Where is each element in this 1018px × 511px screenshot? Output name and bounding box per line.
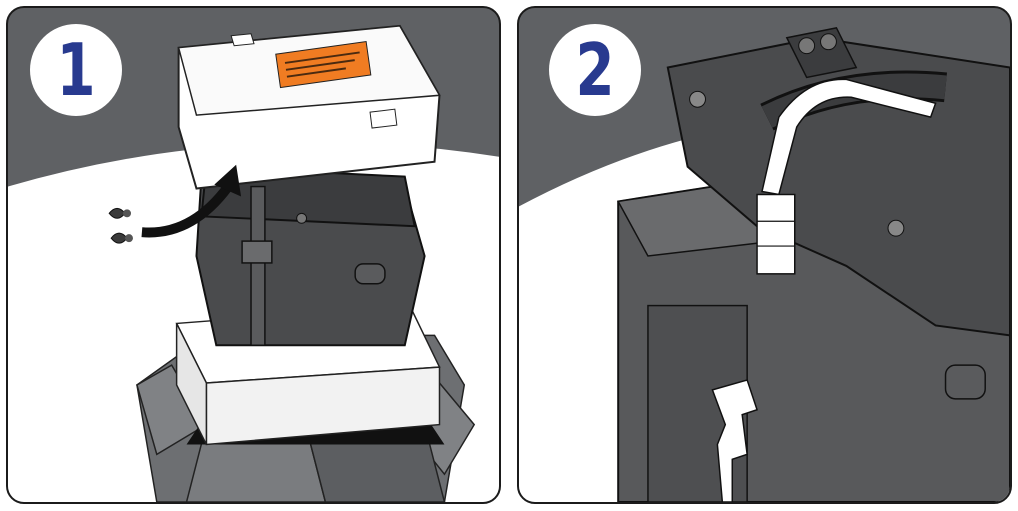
strap-buckle — [241, 240, 273, 264]
battery-strap — [250, 185, 266, 347]
top-foam-lid — [177, 24, 441, 190]
step-number: 1 — [56, 28, 96, 112]
step-panel-2: 2 — [517, 6, 1012, 504]
unboxing-illustration — [8, 24, 499, 502]
strap-buckle-top — [756, 193, 796, 275]
wing-nut-icon — [108, 207, 133, 244]
battery-box-strap-illustration — [519, 27, 1010, 502]
step-number: 2 — [575, 28, 615, 112]
step-badge-1: 1 — [30, 24, 122, 116]
warning-label — [275, 40, 372, 89]
arrow-icon — [141, 183, 233, 238]
step-panel-1: 1 — [6, 6, 501, 504]
strap-buckle-bottom — [711, 379, 759, 502]
step-badge-2: 2 — [549, 24, 641, 116]
white-strap — [711, 78, 937, 502]
